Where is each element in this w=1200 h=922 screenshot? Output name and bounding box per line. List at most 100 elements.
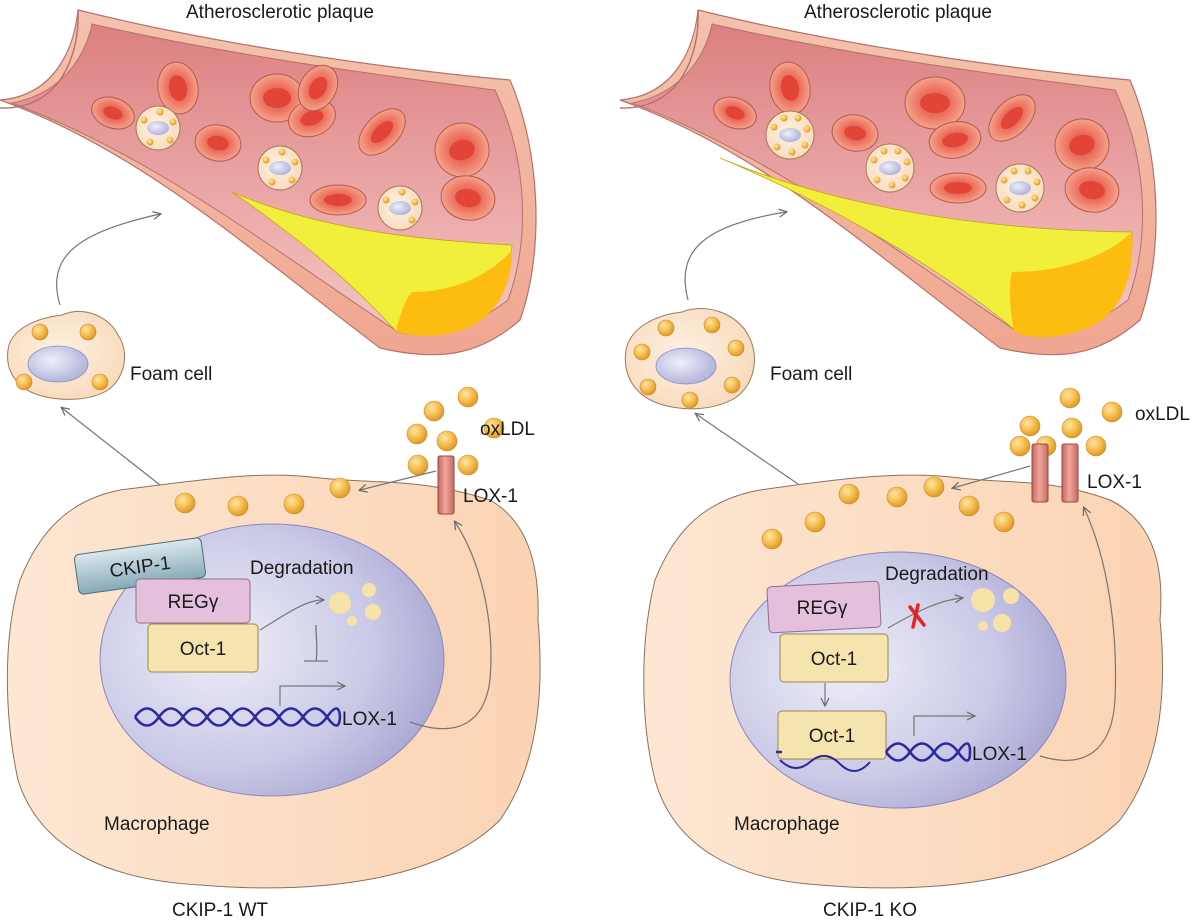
lox1-gene-label: LOX-1 [342,709,397,730]
plaque-orange [396,250,512,336]
lox1-receptor [1061,443,1079,503]
reg-gamma-box [135,578,251,624]
oxldl-particle [406,423,428,445]
red-blood-cells [713,61,1120,213]
oxldl-particle [804,511,826,533]
oxldl-particle [436,430,458,452]
macrophage-label: Macrophage [734,814,840,835]
oct1-label: Oct-1 [811,649,857,670]
oct1-label: Oct-1 [180,639,226,660]
macrophage-label: Macrophage [104,814,210,835]
plaque-label: Atherosclerotic plaque [186,2,374,23]
lox1-gene-dna [776,742,972,772]
transcription-arrow [279,686,344,706]
oxldl-label: oxLDL [1135,404,1190,425]
oct1-box [779,633,889,683]
arrow-oct1-to-degradation [887,598,962,629]
oxldl-particle [838,483,860,505]
arrow-macrophage-to-foam [62,408,161,486]
lox1-receptor-label: LOX-1 [1087,472,1142,493]
foam-cell-small [865,143,915,193]
lox1-receptor [437,455,455,515]
red-blood-cell [358,108,406,156]
lipid-droplet [681,391,699,409]
red-blood-cell [928,121,982,159]
oxldl-particle [1101,401,1123,423]
oxldl-particle [1085,435,1107,457]
foam-cell-label: Foam cell [130,364,212,385]
lipid-droplet [633,343,651,361]
foam-cell-nucleus [655,347,717,385]
foam-cell-label: Foam cell [770,364,852,385]
arrow-gene-to-receptor [1039,508,1117,761]
lipid-droplet [657,319,675,337]
reg-gamma-label: REGγ [797,598,848,619]
foam-cell-small [765,110,815,160]
vessel-upper-edge [619,9,699,109]
arrow-foam-to-plaque [56,214,160,306]
oct1-box [147,623,259,673]
vessel-foam-cells [135,105,423,231]
red-blood-cell [434,122,490,178]
lipid-droplet [15,373,33,391]
red-blood-cell [1054,118,1110,172]
degradation-label: Degradation [250,558,354,579]
degraded-fragments [971,588,1019,632]
foam-cell-small [135,105,181,151]
oxldl-particle [407,454,429,476]
oxldl-particle [993,511,1015,533]
transcription-arrow [913,716,974,736]
vessel-upper-edge [0,9,79,109]
oxldl-particle [457,386,479,408]
red-blood-cell [194,124,242,162]
lipid-droplet [727,339,745,357]
panel-ko: Atherosclerotic plaque Foam cell [619,2,1190,921]
red-blood-cell [440,175,496,221]
oxldl-particle [1061,417,1083,439]
arrow-macrophage-to-foam [696,414,799,485]
plaque-label: Atherosclerotic plaque [804,2,992,23]
red-blood-cell [309,184,367,216]
oxldl-particle [457,454,479,476]
red-blood-cell [929,172,987,204]
condition-label: CKIP-1 WT [172,900,268,921]
arrow-foam-to-plaque [684,212,786,301]
red-blood-cell [288,98,336,138]
red-blood-cell [713,96,757,130]
oxldl-particle [1059,387,1081,409]
arrow-oct1-to-degradation [259,600,323,631]
red-blood-cell [297,64,339,112]
degradation-blocked-x-icon [908,603,926,629]
foam-cell-nucleus [27,345,89,383]
condition-label: CKIP-1 KO [823,900,917,921]
lox1-gene-dna [133,707,342,727]
oxldl-particles [174,386,505,517]
foam-cell [624,308,755,410]
lipid-droplet [79,323,97,341]
plaque-orange [1009,232,1133,338]
oxldl-particle [1019,415,1041,437]
oxldl-particle [1009,435,1031,457]
oxldl-label: oxLDL [480,419,535,440]
oxldl-particle [483,417,505,439]
oxldl-particle [283,493,305,515]
foam-cell-small [377,185,423,231]
vessel-foam-cells [765,110,1045,213]
oxldl-particles [761,387,1123,550]
oxldl-particle [329,477,351,499]
red-blood-cell [904,76,966,130]
red-blood-cell [1064,167,1120,213]
degraded-fragments [329,583,381,626]
oxldl-particle [923,476,945,498]
lox1-receptor-label: LOX-1 [463,486,518,507]
arrow-gene-to-receptor [409,522,492,730]
degradation-label: Degradation [885,564,989,585]
oxldl-particle [958,495,980,517]
lipid-droplet [723,376,741,394]
red-blood-cell [91,96,135,130]
lox1-gene-label: LOX-1 [972,744,1027,765]
oct1-bound-label: Oct-1 [809,726,855,747]
panel-wt: Atherosclerotic plaque Foam cell [0,2,541,921]
reg-gamma-label: REGγ [168,592,219,613]
